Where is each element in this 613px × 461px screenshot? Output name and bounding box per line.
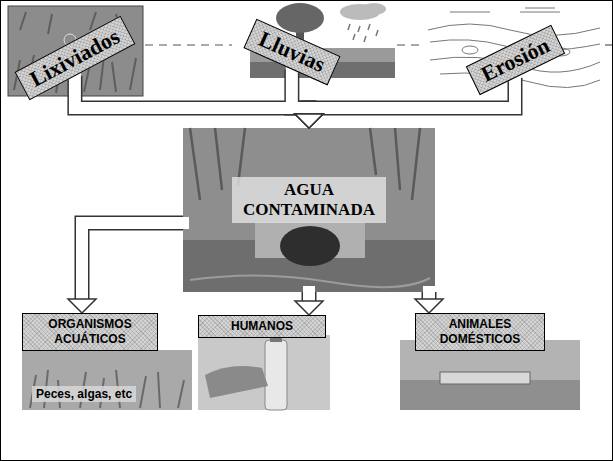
source-label: Lixiviados: [26, 24, 124, 92]
hollow-arrow-fill: [423, 292, 435, 299]
hollow-arrow-fill: [303, 292, 315, 301]
connector-outlines: [75, 70, 515, 301]
source-label: Erosión: [476, 32, 553, 86]
hollow-arrow: [302, 292, 317, 301]
arrow-head: [295, 114, 323, 128]
humans-photo: [198, 335, 330, 410]
arrow-head: [415, 299, 443, 313]
tree-crown: [276, 3, 324, 33]
water-trough: [440, 372, 530, 384]
culvert-pipe: [280, 226, 340, 266]
arrow-head: [68, 299, 96, 313]
sketch-mark: [450, 8, 560, 12]
arrow-head: [295, 114, 323, 128]
water-bottle: [265, 340, 287, 410]
culvert-photo: [183, 128, 435, 292]
sketch-mark: [462, 46, 478, 54]
source-tag: Erosión: [465, 25, 564, 95]
aquatic-photo: [22, 350, 192, 410]
connector-interiors: [75, 70, 515, 301]
rain-drops: [348, 24, 378, 42]
panel-caption: Peces, algas, etc: [32, 386, 136, 402]
source-tag: Lixiviados: [15, 16, 136, 101]
hollow-arrow-fill: [75, 76, 309, 114]
algae-strokes: [30, 370, 184, 408]
receptor-panel: HUMANOS: [198, 315, 330, 410]
photo-caption: AGUA CONTAMINADA: [232, 177, 386, 222]
cloud-shape: [362, 3, 386, 15]
panel-heading: HUMANOS: [198, 315, 326, 338]
dashed-line: [397, 44, 425, 45]
hollow-arrow: [75, 76, 309, 114]
source-label: Lluvias: [255, 26, 329, 77]
dashed-line: [145, 44, 232, 45]
hand-shape: [205, 366, 268, 398]
hollow-arrow: [82, 223, 183, 299]
panel-heading: ORGANISMOS ACUÁTICOS: [22, 313, 158, 351]
connector-heads: [68, 114, 443, 315]
arrow-head: [295, 301, 323, 315]
arrow-head: [295, 114, 323, 128]
panel-heading: ANIMALES DOMÉSTICOS: [415, 313, 545, 351]
receptor-panel: ORGANISMOS ACUÁTICOS Peces, algas, etc: [22, 313, 192, 410]
source-tag: Lluvias: [243, 19, 340, 86]
water-ripple: [190, 275, 430, 287]
hollow-arrow: [422, 292, 437, 299]
receptor-panel: ANIMALES DOMÉSTICOS: [400, 313, 580, 410]
soil-profile-line: [428, 24, 600, 36]
hollow-arrow-fill: [82, 223, 183, 299]
central-photo-node: AGUA CONTAMINADA: [183, 128, 435, 292]
dashed-line: [605, 44, 612, 45]
